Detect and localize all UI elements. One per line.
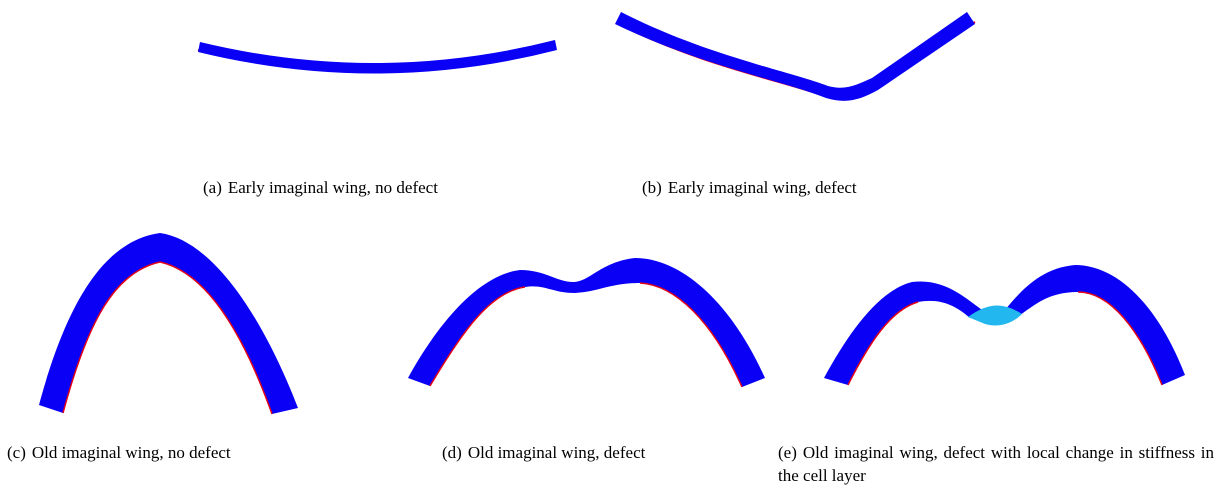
caption-c-text: Old imaginal wing, no defect (32, 443, 231, 462)
caption-a-tag: (a) (203, 178, 222, 197)
caption-a-text: Early imaginal wing, no defect (228, 178, 438, 197)
panel-e-shell-right (1005, 265, 1185, 385)
caption-b-text: Early imaginal wing, defect (668, 178, 857, 197)
caption-c: (c) Old imaginal wing, no defect (7, 441, 231, 464)
caption-a: (a) Early imaginal wing, no defect (203, 176, 438, 199)
caption-e-text: Old imaginal wing, defect with local cha… (778, 443, 1214, 485)
caption-c-tag: (c) (7, 443, 26, 462)
caption-b: (b) Early imaginal wing, defect (642, 176, 857, 199)
caption-d-tag: (d) (442, 443, 462, 462)
caption-b-tag: (b) (642, 178, 662, 197)
caption-e-tag: (e) (778, 443, 797, 462)
panel-e-shell-left (824, 281, 985, 385)
caption-d: (d) Old imaginal wing, defect (442, 441, 645, 464)
caption-d-text: Old imaginal wing, defect (468, 443, 646, 462)
caption-e: (e)Old imaginal wing, defect with local … (778, 441, 1214, 487)
